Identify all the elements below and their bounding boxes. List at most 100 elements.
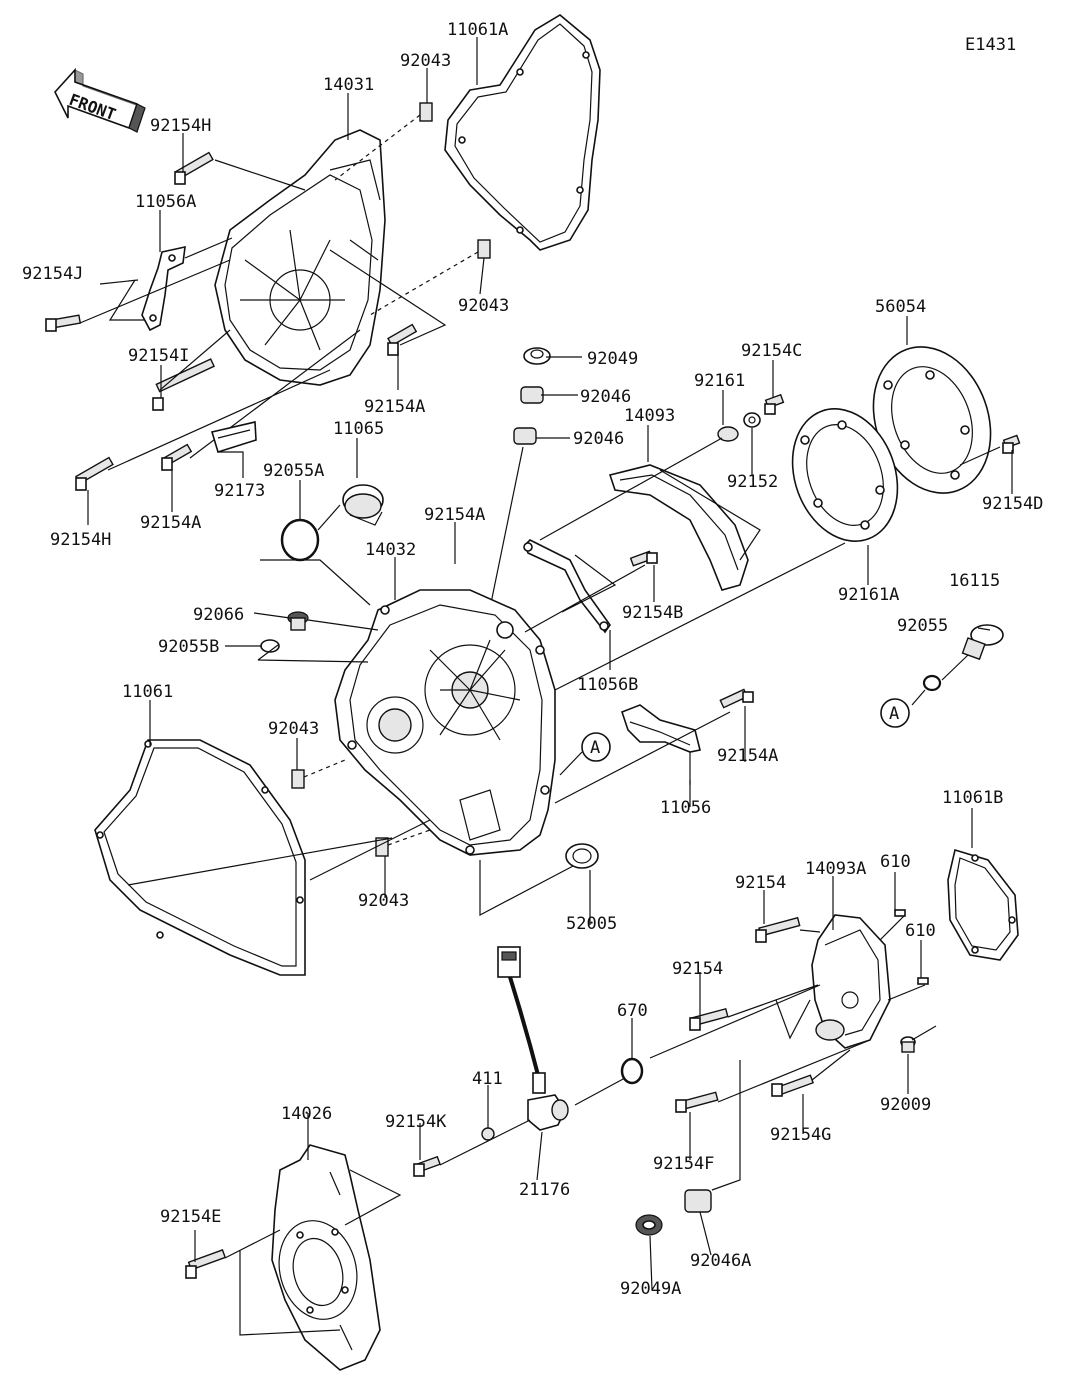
label-92154F: 92154F — [653, 1154, 714, 1174]
seal-92152 — [743, 412, 761, 428]
bolt-92154K — [413, 1155, 441, 1177]
label-92154E: 92154E — [160, 1207, 221, 1227]
bolt-92154E — [185, 1249, 227, 1279]
dowel-pin-92043-mid — [477, 239, 491, 259]
bolt-92009 — [900, 1036, 916, 1053]
label-92154K: 92154K — [385, 1112, 447, 1132]
label-11065: 11065 — [333, 419, 384, 439]
bolt-92154G — [771, 1074, 814, 1097]
bolt-92154H-bot — [75, 456, 114, 491]
dowel-pin-92043-a — [291, 769, 305, 789]
callout-a-upper: A — [880, 698, 910, 728]
part-labels: 11061A 92043 14031 92154H 11056A 92154J … — [22, 20, 1043, 1299]
bolt-92154A-1 — [387, 323, 418, 356]
label-11061B: 11061B — [942, 788, 1003, 808]
label-56054: 56054 — [875, 297, 926, 317]
label-92043-b: 92043 — [358, 891, 409, 911]
bolt-92154I — [152, 358, 215, 411]
label-92046-2: 92046 — [573, 429, 624, 449]
label-92154C: 92154C — [741, 341, 802, 361]
label-21176: 21176 — [519, 1180, 570, 1200]
label-16115: 16115 — [949, 571, 1000, 591]
label-92154G: 92154G — [770, 1125, 831, 1145]
label-11056A: 11056A — [135, 192, 196, 212]
label-92154A-3: 92154A — [424, 505, 485, 525]
label-92154H-bot: 92154H — [50, 530, 111, 550]
label-14032: 14032 — [365, 540, 416, 560]
label-92154A-2: 92154A — [140, 513, 201, 533]
bolt-92154J — [45, 314, 82, 332]
bolt-92154-2 — [689, 1007, 729, 1031]
sensor-21176 — [497, 946, 569, 1131]
front-arrow-icon: FRONT — [54, 67, 146, 133]
svg-text:A: A — [889, 704, 899, 724]
label-92049: 92049 — [587, 349, 638, 369]
label-92055A: 92055A — [263, 461, 324, 481]
label-92055: 92055 — [897, 616, 948, 636]
cap-16115 — [961, 624, 1004, 661]
callout-a-lower: A — [581, 732, 611, 762]
leader-lines — [87, 37, 1013, 1291]
label-92173: 92173 — [214, 481, 265, 501]
o-ring-670 — [620, 1057, 644, 1085]
dowel-pin-92043-top — [419, 102, 433, 122]
pin-610-1 — [894, 909, 906, 917]
label-92046-1: 92046 — [580, 387, 631, 407]
label-92009: 92009 — [880, 1095, 931, 1115]
bracket-11056A — [108, 245, 186, 332]
label-11056B: 11056B — [577, 675, 638, 695]
bearing-92046A — [684, 1189, 712, 1213]
label-92161A: 92161A — [838, 585, 899, 605]
label-14026: 14026 — [281, 1104, 332, 1124]
pin-610-2 — [917, 977, 929, 985]
cover-14093A — [811, 914, 891, 1049]
label-92154D: 92154D — [982, 494, 1043, 514]
guide-92173 — [210, 421, 257, 454]
cap-11065 — [342, 484, 384, 526]
bearing-92046-1 — [520, 386, 544, 404]
label-610-2: 610 — [905, 921, 936, 941]
label-92154B: 92154B — [622, 603, 683, 623]
label-11061A: 11061A — [447, 20, 508, 40]
label-411: 411 — [472, 1069, 503, 1089]
bolt-92154H-top — [174, 151, 214, 185]
cover-14031 — [214, 129, 386, 386]
gasket-92161A — [791, 408, 899, 542]
cover-14093 — [608, 464, 749, 591]
label-92046A: 92046A — [690, 1251, 751, 1271]
label-11061: 11061 — [122, 682, 173, 702]
label-52005: 52005 — [566, 914, 617, 934]
label-92161: 92161 — [694, 371, 745, 391]
diagram-code: E1431 — [965, 35, 1016, 55]
label-92043-top: 92043 — [400, 51, 451, 71]
guard-14026 — [271, 1144, 381, 1371]
bracket-11056B — [523, 539, 611, 634]
label-92154I: 92154I — [128, 346, 189, 366]
bolt-92154C — [764, 393, 785, 415]
label-92154A-1: 92154A — [364, 397, 425, 417]
label-92154J: 92154J — [22, 264, 83, 284]
seal-92049A — [635, 1214, 663, 1236]
label-92066: 92066 — [193, 605, 244, 625]
bolt-92154-1 — [755, 916, 801, 943]
seal-92049 — [523, 347, 551, 365]
bolt-92154D — [1002, 434, 1021, 454]
label-92043-a: 92043 — [268, 719, 319, 739]
label-92049A: 92049A — [620, 1279, 681, 1299]
label-92154-1: 92154 — [735, 873, 786, 893]
clutch-cover-14032 — [334, 589, 556, 856]
svg-text:A: A — [590, 738, 600, 758]
bolt-92154A-4 — [719, 688, 754, 709]
plate-56054 — [872, 346, 992, 494]
label-610-1: 610 — [880, 852, 911, 872]
bolt-92154A-2 — [161, 443, 193, 471]
o-ring-92055 — [922, 674, 942, 692]
label-92043-mid: 92043 — [458, 296, 509, 316]
gasket-11061 — [94, 739, 306, 976]
bolt-92154B — [629, 550, 658, 567]
bearing-92046-2 — [513, 427, 537, 445]
bolt-92154F — [675, 1091, 719, 1113]
label-92055B: 92055B — [158, 637, 219, 657]
